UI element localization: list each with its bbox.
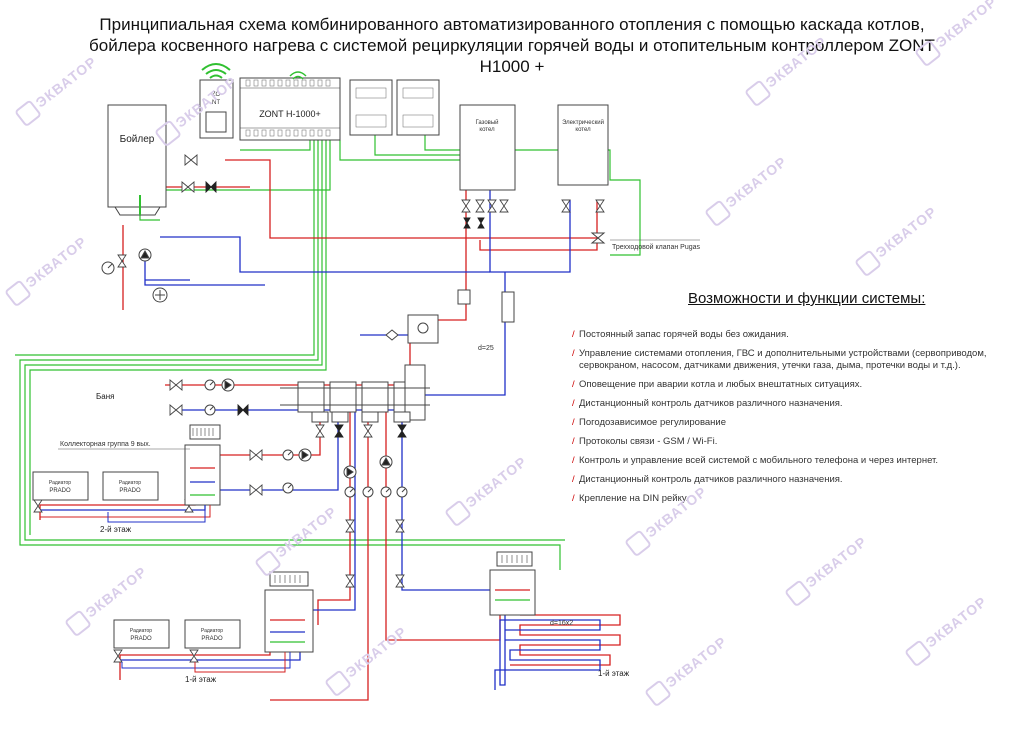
collector-group-2f [184,444,221,506]
radiator: Радиатор PRADO [113,619,170,649]
wifi-icon [201,63,231,79]
electric-boiler [557,104,609,186]
gas-boiler [459,104,516,191]
collector-group-1f [264,589,314,653]
air-vent [457,289,471,305]
feature-item: Контроль и управление всей системой с мо… [572,455,1012,467]
d16-label: d=16х2 [550,620,573,627]
svg-text:NT: NT [212,100,220,106]
feature-item: Дистанционный контроль датчиков различно… [572,398,1012,410]
features-list: Постоянный запас горячей воды без ожидан… [572,329,1012,505]
floor-controller [496,551,533,567]
radiator: Радиатор PRADO [184,619,241,649]
floor-2-label: 2-й этаж [100,525,132,534]
svg-text:PRADO: PRADO [49,488,71,494]
feature-item: Управление системами отопления, ГВС и до… [572,348,1012,372]
floor-1-right-label: 1-й этаж [598,669,630,678]
gas-boiler-label-1: Газовый [475,119,498,126]
valve-icon [33,154,605,663]
valve-icon [205,180,485,438]
zont-controller [239,77,341,141]
features-heading: Возможности и функции системы: [688,290,926,307]
relay-module [349,79,393,136]
feature-item: Постоянный запас горячей воды без ожидан… [572,329,1012,341]
distribution-manifold [280,364,430,421]
three-way-label: Трехходовой клапан Pugas [612,243,701,251]
svg-text:Радиатор: Радиатор [49,480,71,486]
feature-item: Погодозависимое регулирование [572,417,1012,429]
pump-icon [138,248,393,479]
feature-item: Дистанционный контроль датчиков различно… [572,474,1012,486]
wifi-icon [289,71,307,80]
svg-text:Радиатор: Радиатор [201,628,223,634]
three-way-valve [590,232,606,244]
svg-text:PRADO: PRADO [130,636,152,642]
floor-1-left-label: 1-й этаж [185,675,217,684]
el-boiler-label-2: котел [575,127,591,133]
radiator: Радиатор PRADO [102,471,159,501]
underfloor-collector [489,569,536,616]
feature-item: Протоколы связи - GSM / Wi-Fi. [572,436,1012,448]
relay-module [396,79,440,136]
collector-label: Коллекторная группа 9 вых. [60,441,151,448]
check-valve-icon [385,329,399,341]
banya-label: Баня [96,392,114,401]
expansion-device [501,291,515,323]
feature-item: Крепление на DIN рейку. [572,493,1012,505]
title-line-1: Принципиальная схема комбинированного ав… [99,15,925,34]
manometer-icon [101,261,408,498]
signal-cables [15,135,641,570]
floor-controller [269,571,309,587]
svg-text:PRADO: PRADO [119,488,141,494]
svg-text:Радиатор: Радиатор [130,628,152,634]
svg-text:ZO: ZO [212,92,221,98]
zont-label: ZONT H-1000+ [259,109,321,119]
svg-text:Радиатор: Радиатор [119,480,141,486]
d25-label: d=25 [478,345,494,352]
boiler-tank [107,104,167,208]
el-boiler-label-1: Электрический [562,119,604,126]
title-line-2: бойлера косвенного нагрева с системой ре… [89,36,935,55]
radiator: Радиатор PRADO [32,471,89,501]
title-line-3: H1000 + [479,57,545,76]
features-panel: Возможности и функции системы: Постоянны… [572,290,1012,512]
gas-boiler-label-2: котел [479,127,495,133]
supply-pipes [39,159,621,701]
boiler-label: Бойлер [120,134,155,145]
svg-text:PRADO: PRADO [201,636,223,642]
manifold-outputs [311,411,411,423]
feature-item: Оповещение при аварии котла и любых внеш… [572,379,1012,391]
